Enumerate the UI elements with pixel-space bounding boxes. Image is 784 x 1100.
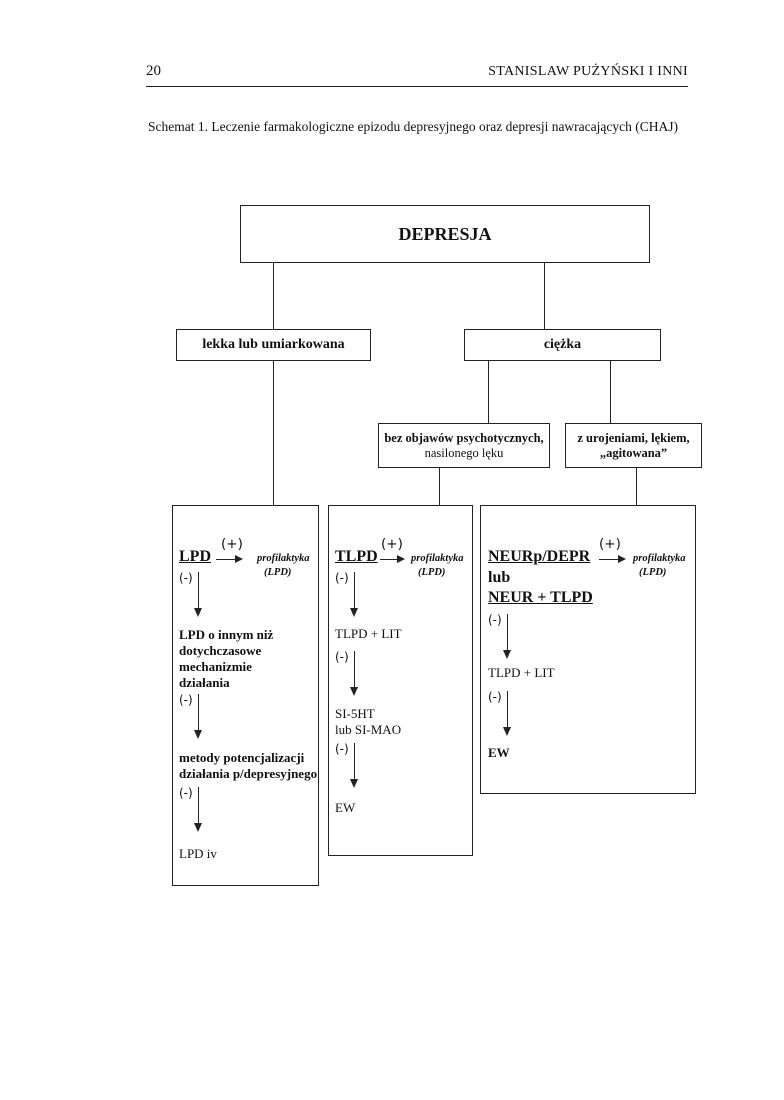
delusions-box: z urojeniami, lękiem, „agitowana” [565, 423, 702, 468]
arrow-down-icon [194, 730, 202, 739]
col1-step1-line4: działania [179, 675, 230, 690]
minus-label: (-) [179, 571, 193, 585]
plus-label: (+) [599, 536, 621, 552]
connector-nopsych-col2 [439, 468, 441, 505]
figure-caption: Schemat 1. Leczenie farmakologiczne epiz… [148, 119, 679, 134]
arrow-right-icon [397, 555, 405, 563]
root-box: DEPRESJA [240, 205, 650, 263]
arrow-shaft [380, 559, 398, 561]
arrow-right-icon [235, 555, 243, 563]
col1-step1-line3: mechanizmie [179, 659, 252, 674]
minus-label: (-) [335, 742, 349, 756]
col1-step1-line1: LPD o innym niż [179, 627, 274, 642]
arrow-shaft [198, 572, 200, 608]
prophylaxis-sub: (LPD) [639, 567, 667, 578]
col2-step1: TLPD + LIT [335, 626, 402, 641]
col1-step2-line2: działania p/depresyjnego [179, 766, 318, 781]
prophylaxis-label: profilaktyka [633, 553, 686, 564]
col2-step2-line2: lub SI-MAO [335, 722, 402, 737]
arrow-shaft [507, 614, 509, 650]
arrow-down-icon [350, 779, 358, 788]
severe-box: ciężka [464, 329, 661, 361]
prophylaxis-sub: (LPD) [264, 567, 292, 578]
connector-root-mild [273, 263, 275, 329]
arrow-down-icon [194, 823, 202, 832]
plus-label: (+) [381, 536, 403, 552]
no-psychotic-box: bez objawów psychotycznych, nasilonego l… [378, 423, 550, 468]
arrow-down-icon [194, 608, 202, 617]
col3-head-line2: lub [488, 569, 511, 586]
page-number: 20 [146, 63, 161, 79]
col3-head-line1: NEURp/DEPR [488, 548, 591, 565]
arrow-down-icon [503, 727, 511, 736]
minus-label: (-) [179, 693, 193, 707]
col2-step2-line1: SI-5HT [335, 706, 375, 721]
arrow-shaft [354, 743, 356, 779]
minus-label: (-) [179, 786, 193, 800]
delusions-line-1: z urojeniami, lękiem, [577, 430, 690, 445]
column-mild: (+) LPD profilaktyka (LPD) (-) LPD o inn… [172, 505, 319, 886]
delusions-line-2: „agitowana” [599, 445, 668, 460]
arrow-down-icon [350, 687, 358, 696]
connector-severe-delusions [610, 361, 612, 423]
arrow-right-icon [618, 555, 626, 563]
column-no-psychotic: (+) TLPD profilaktyka (LPD) (-) TLPD + L… [328, 505, 473, 856]
no-psychotic-line-1: bez objawów psychotycznych, [384, 430, 544, 445]
column-delusions: (+) NEURp/DEPR profilaktyka (LPD) lub NE… [480, 505, 696, 794]
connector-mild-col1 [273, 361, 275, 505]
col1-step2-line1: metody potencjalizacji [179, 750, 305, 765]
no-psychotic-line-2: nasilonego lęku [424, 445, 504, 460]
arrow-shaft [354, 651, 356, 687]
mild-box: lekka lub umiarkowana [176, 329, 371, 361]
prophylaxis-label: profilaktyka [257, 553, 310, 564]
arrow-down-icon [503, 650, 511, 659]
minus-label: (-) [488, 690, 502, 704]
prophylaxis-sub: (LPD) [418, 567, 446, 578]
connector-delusions-col3 [636, 468, 638, 505]
arrow-shaft [354, 572, 356, 608]
col2-step3: EW [335, 800, 356, 815]
header-rule [146, 86, 688, 87]
running-title: STANISLAW PUŻYŃSKI I INNI [488, 64, 688, 79]
col1-step1-line2: dotychczasowe [179, 643, 262, 658]
plus-label: (+) [221, 536, 243, 552]
minus-label: (-) [335, 571, 349, 585]
arrow-shaft [507, 691, 509, 727]
prophylaxis-label: profilaktyka [411, 553, 464, 564]
arrow-shaft [198, 787, 200, 823]
col3-step1: TLPD + LIT [488, 665, 555, 680]
col3-step2: EW [488, 745, 510, 760]
col1-step3: LPD iv [179, 846, 217, 861]
minus-label: (-) [335, 650, 349, 664]
arrow-shaft [198, 694, 200, 730]
arrow-down-icon [350, 608, 358, 617]
col1-head: LPD [179, 548, 211, 565]
connector-root-severe [544, 263, 546, 329]
col3-head-line3: NEUR + TLPD [488, 589, 593, 606]
arrow-shaft [216, 559, 236, 561]
col2-head: TLPD [335, 548, 378, 565]
minus-label: (-) [488, 613, 502, 627]
connector-severe-nopsych [488, 361, 490, 423]
arrow-shaft [599, 559, 619, 561]
